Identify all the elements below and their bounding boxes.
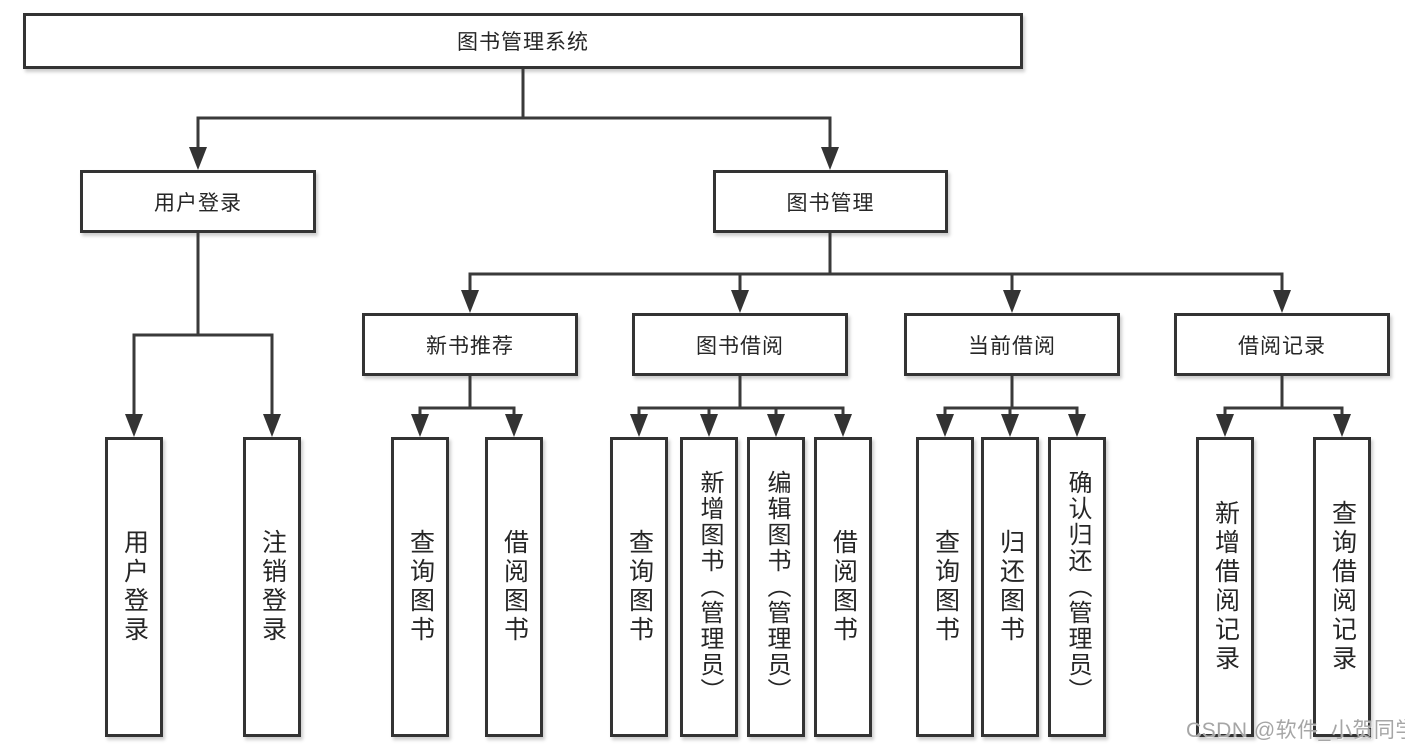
arrow-to-current [1003,290,1021,313]
arrow-to-leaf-bb-edit [767,414,785,437]
leaf-logout: 注销登录 [243,437,301,737]
leaf-add-borrow-record: 新增借阅记录 [1196,437,1254,737]
leaf-return-books-label: 归还图书 [996,529,1025,645]
node-current-borrowing: 当前借阅 [904,313,1120,376]
leaf-user-login: 用户登录 [105,437,163,737]
node-book-management-label: 图书管理 [786,191,875,215]
leaf-borrow-books-newbooks-label: 借阅图书 [500,529,529,645]
leaf-add-borrow-record-label: 新增借阅记录 [1211,500,1240,674]
node-book-management: 图书管理 [713,170,948,233]
arrow-to-borrowing [731,290,749,313]
arrow-to-leaf-logout [263,414,281,437]
leaf-query-books-newbooks: 查询图书 [391,437,449,737]
leaf-borrow-books-borrowing: 借阅图书 [814,437,872,737]
arrow-to-leaf-nb-query [411,414,429,437]
arrow-to-leaf-cb-confirm [1068,414,1086,437]
leaf-query-books-borrowing-label: 查询图书 [625,529,654,645]
node-book-borrowing: 图书借阅 [632,313,848,376]
arrow-to-new-books [461,290,479,313]
arrow-to-leaf-bb-query [630,414,648,437]
arrow-to-leaf-bb-add [700,414,718,437]
leaf-query-books-borrowing: 查询图书 [610,437,668,737]
watermark: CSDN @软件_小贺同学 [1186,719,1405,742]
leaf-return-books: 归还图书 [981,437,1039,737]
leaf-confirm-return-admin-label: 确认归还（管理员） [1064,470,1091,704]
leaf-query-books-current-label: 查询图书 [931,529,960,645]
arrow-to-leaf-br-query [1333,414,1351,437]
leaf-query-borrow-record: 查询借阅记录 [1313,437,1371,737]
leaf-query-books-current: 查询图书 [916,437,974,737]
leaf-logout-label: 注销登录 [258,529,287,645]
arrow-to-book-management [821,147,839,170]
node-borrow-records: 借阅记录 [1174,313,1390,376]
node-borrow-records-label: 借阅记录 [1238,334,1326,358]
arrow-to-leaf-nb-borrow [505,414,523,437]
node-user-login: 用户登录 [80,170,316,233]
arrow-to-leaf-cb-return [1001,414,1019,437]
arrowheads [125,147,1351,437]
arrow-to-leaf-login [125,414,143,437]
node-current-borrowing-label: 当前借阅 [968,334,1056,358]
leaf-borrow-books-newbooks: 借阅图书 [485,437,543,737]
leaf-add-books-admin-label: 新增图书（管理员） [696,470,723,704]
node-library-system: 图书管理系统 [23,13,1023,69]
leaf-edit-books-admin-label: 编辑图书（管理员） [763,470,790,704]
leaf-confirm-return-admin: 确认归还（管理员） [1048,437,1106,737]
node-user-login-label: 用户登录 [154,191,242,215]
leaf-query-books-newbooks-label: 查询图书 [406,529,435,645]
arrow-to-user-login [189,147,207,170]
node-book-borrowing-label: 图书借阅 [696,334,784,358]
leaf-user-login-label: 用户登录 [120,529,149,645]
leaf-query-borrow-record-label: 查询借阅记录 [1328,500,1357,674]
node-library-system-label: 图书管理系统 [457,31,589,54]
leaf-borrow-books-borrowing-label: 借阅图书 [829,529,858,645]
leaf-edit-books-admin: 编辑图书（管理员） [747,437,805,737]
node-new-book-recommend-label: 新书推荐 [426,334,514,358]
arrow-to-records [1273,290,1291,313]
node-new-book-recommend: 新书推荐 [362,313,578,376]
arrow-to-leaf-br-add [1216,414,1234,437]
arrow-to-leaf-bb-borrow [834,414,852,437]
arrow-to-leaf-cb-query [936,414,954,437]
leaf-add-books-admin: 新增图书（管理员） [680,437,738,737]
